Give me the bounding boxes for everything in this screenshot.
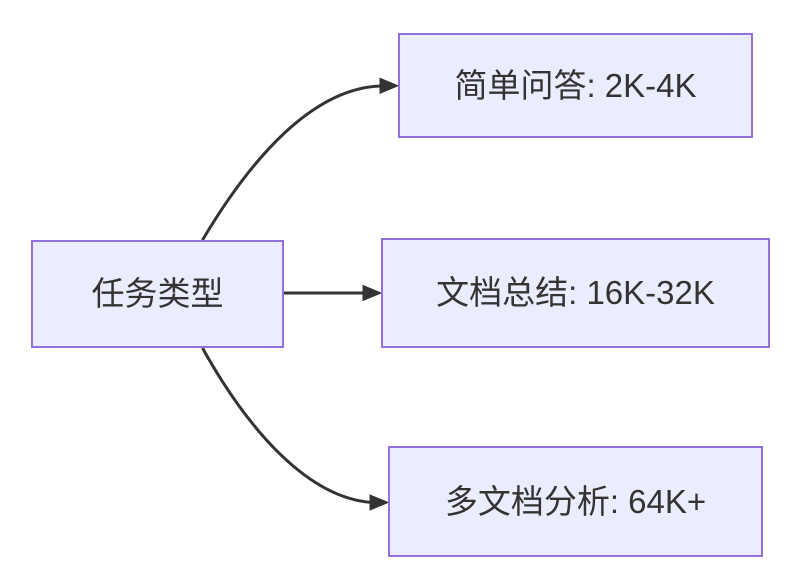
node-simple-qa: 简单问答: 2K-4K <box>398 33 753 138</box>
edge-root-to-multi-doc <box>201 347 373 504</box>
node-multi-doc-analysis: 多文档分析: 64K+ <box>388 446 763 557</box>
arrowhead-multi-doc <box>369 494 390 511</box>
node-doc-summary: 文档总结: 16K-32K <box>381 238 770 348</box>
arrowhead-doc-summary <box>362 284 383 302</box>
node-task-type: 任务类型 <box>31 240 284 348</box>
arrowhead-simple-qa <box>379 77 400 95</box>
edge-root-to-simple-qa <box>201 84 382 241</box>
